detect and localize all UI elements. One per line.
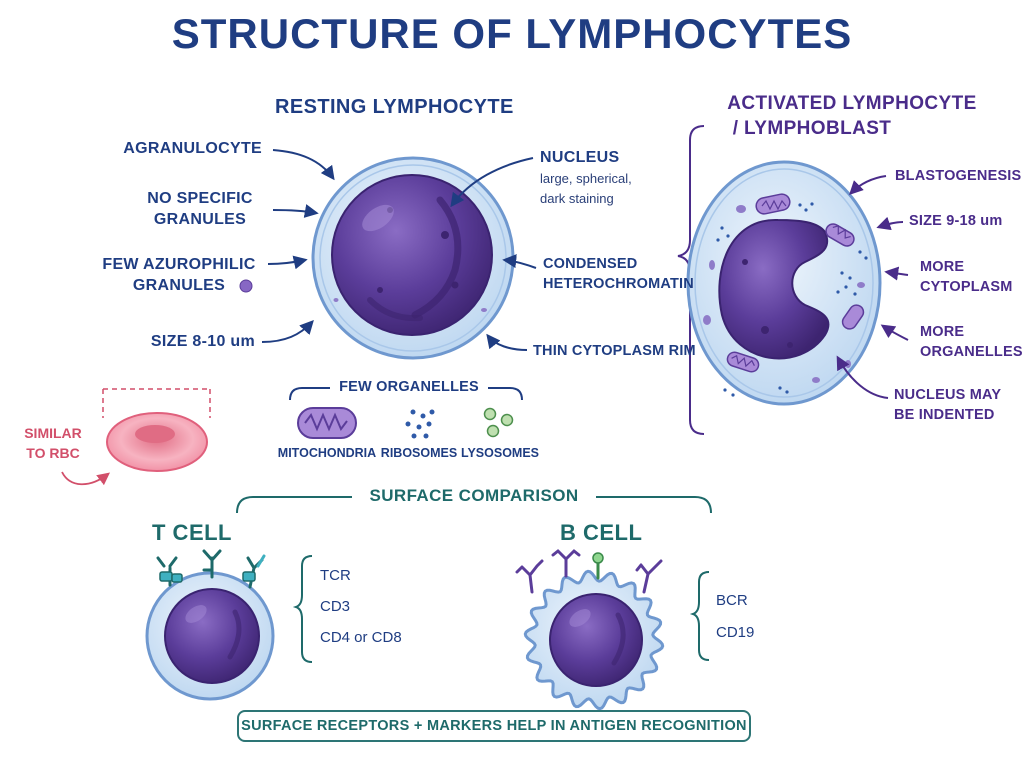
activated-heading-2: / LYMPHOBLAST xyxy=(732,118,892,139)
footer-text: SURFACE RECEPTORS + MARKERS HELP IN ANTI… xyxy=(241,718,747,734)
label-more-cytoplasm-1: MORE xyxy=(920,259,965,275)
label-similar-1: SIMILAR xyxy=(24,425,82,441)
organelles-heading: FEW ORGANELLES xyxy=(339,379,479,395)
resting-lymphocyte-cell xyxy=(311,156,515,360)
label-nucleus-desc-2: dark staining xyxy=(540,191,614,206)
b-cell-marker-bcr: BCR xyxy=(716,592,748,609)
activated-heading-1: ACTIVATED LYMPHOCYTE xyxy=(727,93,977,114)
t-cell-marker-cd3: CD3 xyxy=(320,598,351,615)
label-more-cytoplasm-2: CYTOPLASM xyxy=(920,279,1013,295)
label-no-specific-2: GRANULES xyxy=(153,211,247,228)
label-similar-2: TO RBC xyxy=(26,445,80,461)
label-more-organelles-1: MORE xyxy=(920,324,965,340)
footer-box: SURFACE RECEPTORS + MARKERS HELP IN ANTI… xyxy=(237,710,751,742)
label-condensed-1: CONDENSED xyxy=(543,256,638,272)
b-cell xyxy=(523,569,665,711)
label-more-organelles-2: ORGANELLES xyxy=(920,344,1023,360)
label-nucleus-desc-1: large, spherical, xyxy=(540,171,632,186)
label-no-specific-1: NO SPECIFIC xyxy=(147,190,253,207)
label-activated-size: SIZE 9-18 um xyxy=(909,213,1003,229)
b-cell-receptors xyxy=(515,549,663,594)
surface-heading: SURFACE COMPARISON xyxy=(369,486,579,505)
t-cell-receptors xyxy=(156,549,266,589)
label-agranulocyte: AGRANULOCYTE xyxy=(123,140,262,157)
red-blood-cell xyxy=(61,388,211,486)
label-nucleus: NUCLEUS xyxy=(540,149,620,166)
t-cell-marker-tcr: TCR xyxy=(320,567,351,584)
lysosomes-icon xyxy=(483,407,514,438)
label-indented-1: NUCLEUS MAY xyxy=(894,387,1002,403)
resting-heading: RESTING LYMPHOCYTE xyxy=(275,96,514,118)
activated-lymphocyte-cell xyxy=(677,125,882,435)
mitochondria-icon xyxy=(297,407,357,439)
label-mitochondria: MITOCHONDRIA xyxy=(277,446,377,460)
t-cell xyxy=(145,571,275,701)
label-lysosomes: LYSOSOMES xyxy=(460,446,540,460)
ribosomes-icon xyxy=(405,409,435,439)
label-indented-2: BE INDENTED xyxy=(894,407,995,423)
b-cell-title: B CELL xyxy=(560,520,643,545)
label-blastogenesis: BLASTOGENESIS xyxy=(895,168,1022,184)
page-title: STRUCTURE OF LYMPHOCYTES xyxy=(171,10,853,57)
t-cell-title: T CELL xyxy=(152,520,232,545)
label-resting-size: SIZE 8-10 um xyxy=(150,333,255,350)
label-condensed-2: HETEROCHROMATIN xyxy=(543,276,694,292)
label-few-azurophilic-1: FEW AZUROPHILIC xyxy=(102,256,256,273)
label-thin-rim: THIN CYTOPLASM RIM xyxy=(533,343,696,359)
label-ribosomes: RIBOSOMES xyxy=(380,446,458,460)
b-cell-marker-cd19: CD19 xyxy=(716,624,755,641)
label-few-azurophilic-2: GRANULES xyxy=(132,277,226,294)
t-cell-marker-cd4-cd8: CD4 or CD8 xyxy=(320,629,402,646)
